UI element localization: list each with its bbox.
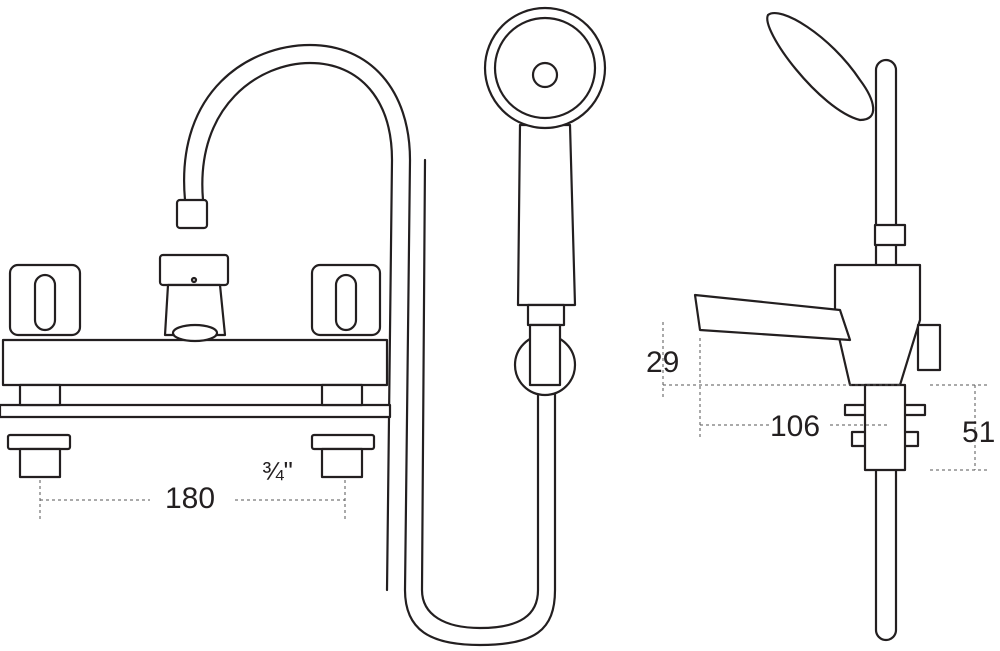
- dimension-spout-reach: 106: [770, 410, 821, 443]
- dimension-body-height: 51: [962, 416, 996, 449]
- mixer-front-view: [0, 198, 392, 520]
- hand-shower: [483, 6, 607, 397]
- dimension-thread-size: ¾": [262, 456, 293, 486]
- dimension-tap-centres: 180: [165, 482, 216, 515]
- dimension-spout-height: 29: [646, 346, 680, 379]
- shower-hose: [182, 43, 557, 647]
- mixer-side-view: [662, 12, 990, 642]
